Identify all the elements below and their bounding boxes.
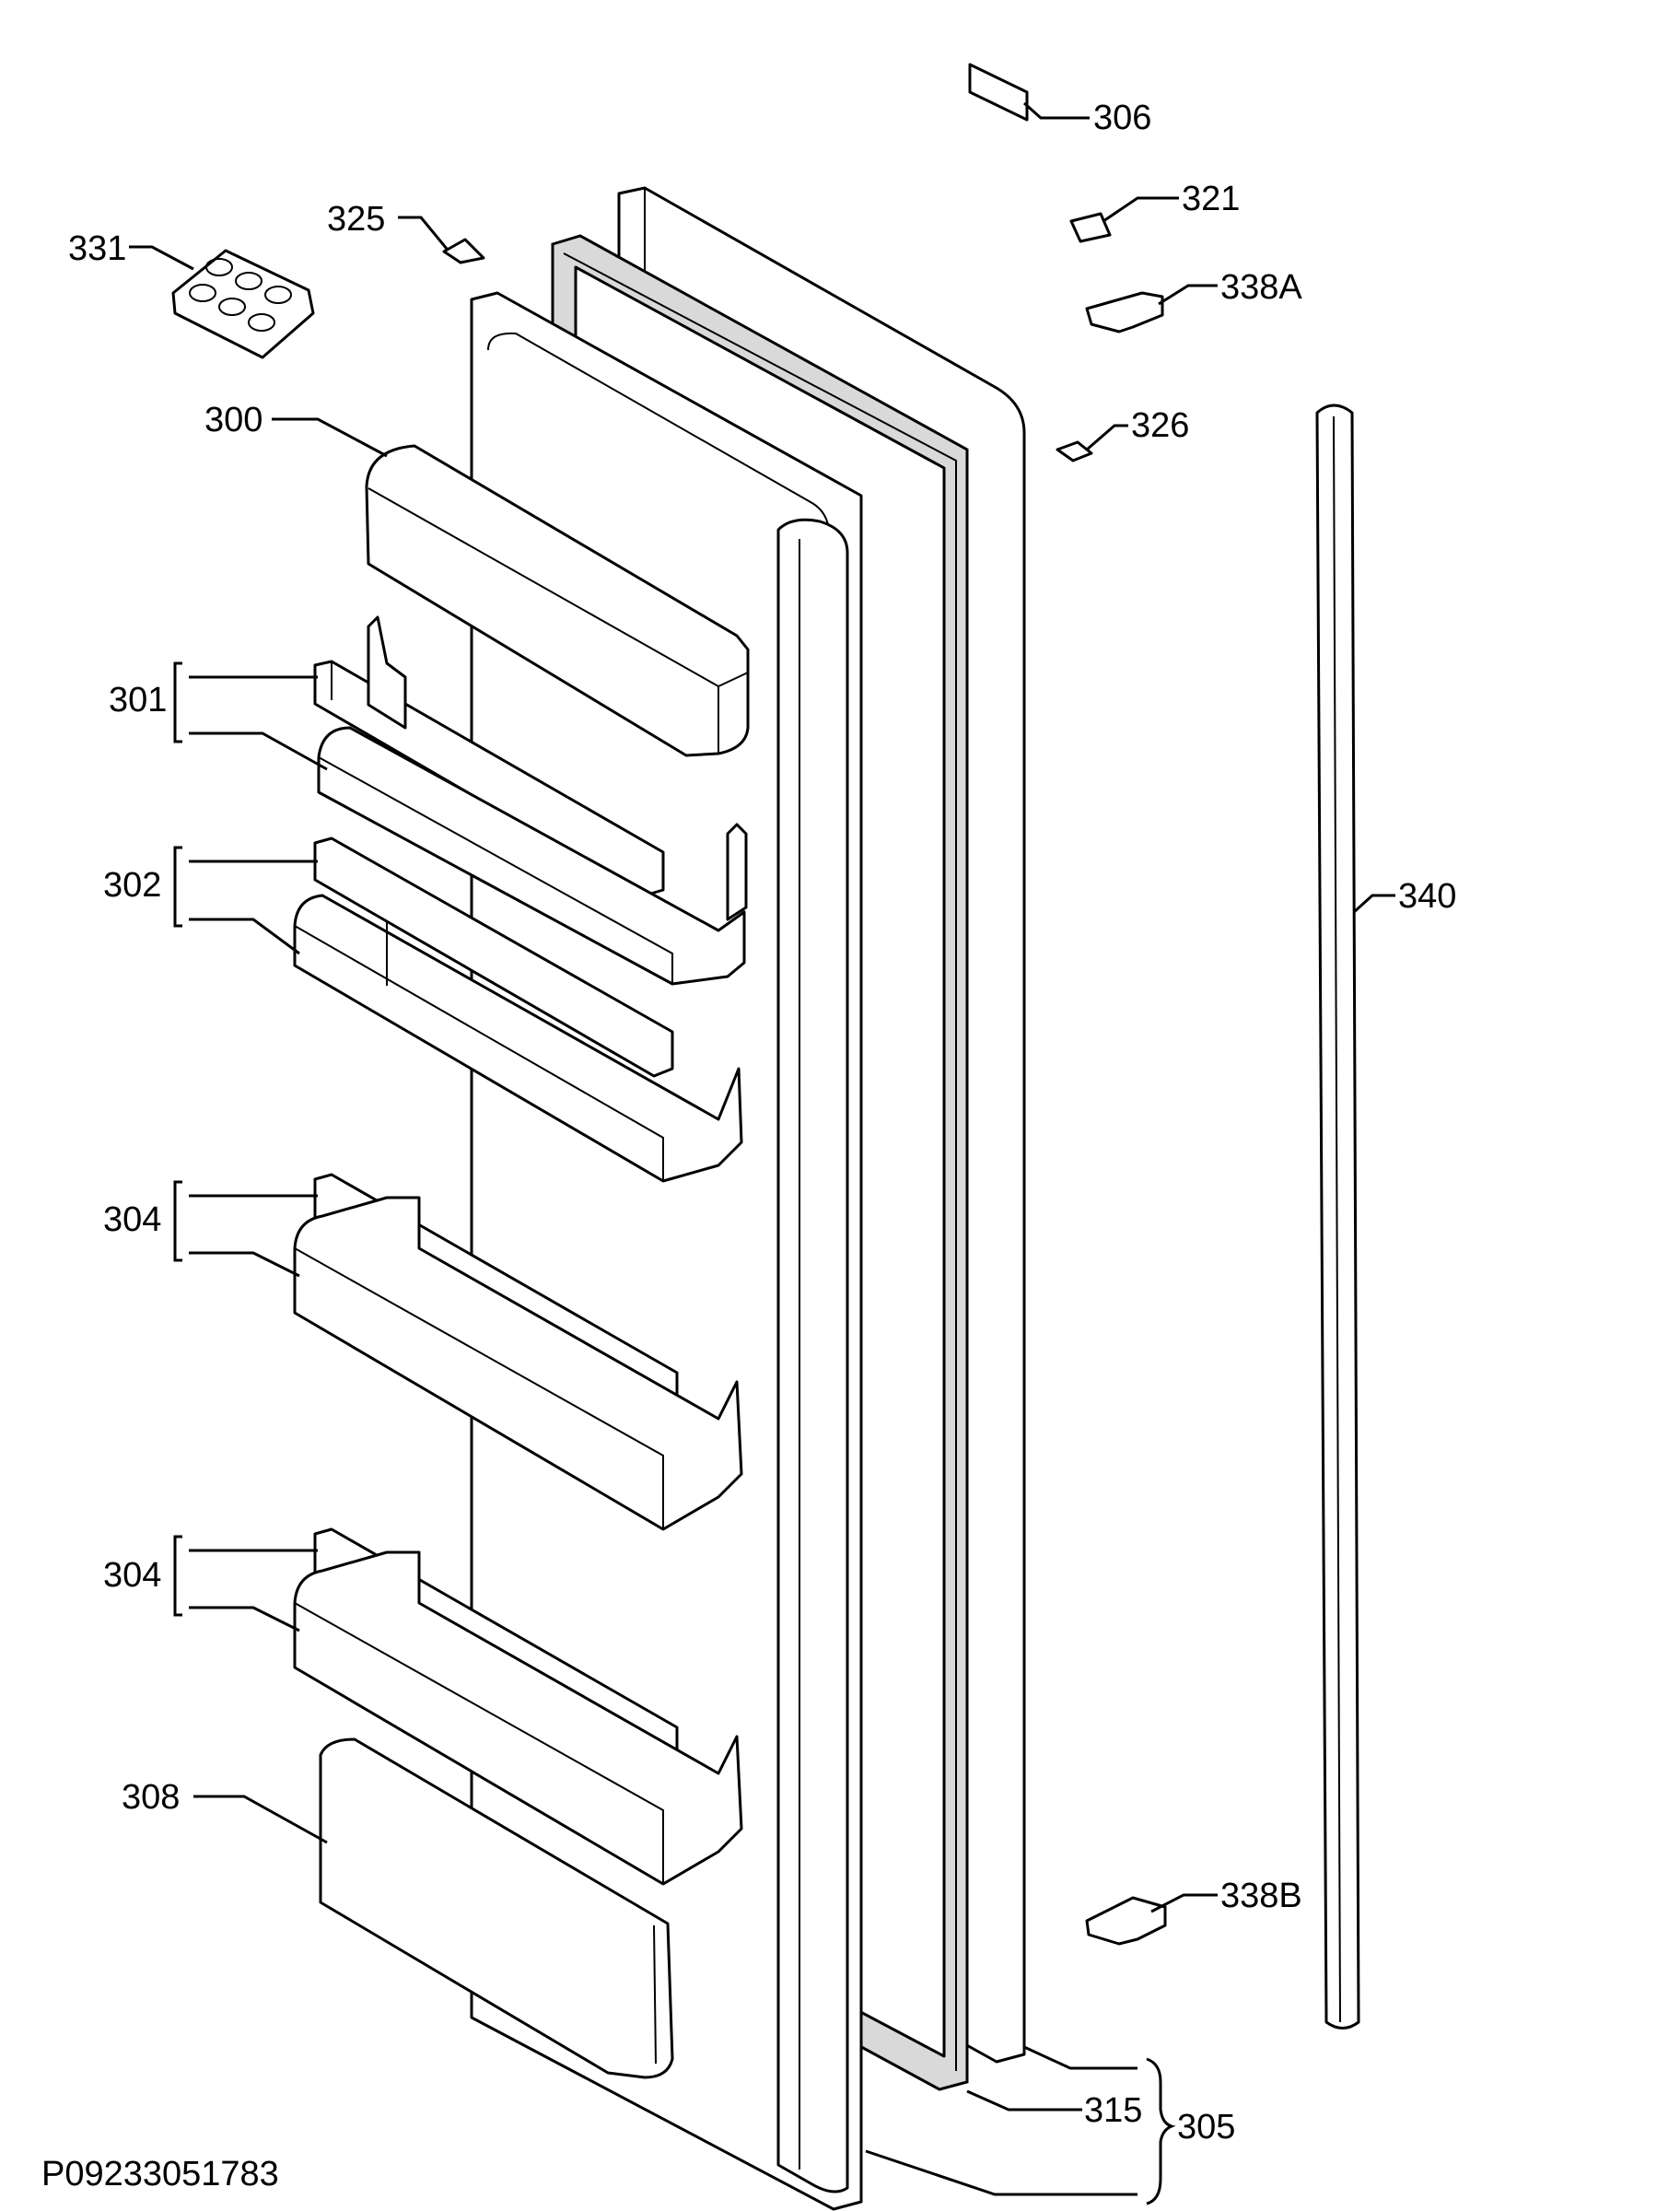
callout-306: 306 — [1093, 99, 1151, 137]
hinge-338a — [1085, 291, 1164, 333]
callout-340: 340 — [1398, 877, 1456, 916]
callout-304-upper: 304 — [103, 1200, 161, 1239]
door-seal — [1315, 404, 1360, 2030]
hinge-338b — [1085, 1896, 1167, 1946]
callout-338a: 338A — [1220, 268, 1302, 307]
callout-315: 315 — [1084, 2091, 1142, 2130]
shelf-302 — [293, 836, 743, 1183]
callout-labels: 331 325 306 321 338A 326 340 300 301 302… — [41, 99, 1456, 2193]
label-plate-306 — [968, 63, 1029, 122]
callout-305: 305 — [1177, 2108, 1235, 2147]
small-part-321 — [1069, 212, 1112, 243]
callout-325: 325 — [327, 200, 385, 239]
callout-301: 301 — [109, 681, 167, 719]
callout-300: 300 — [204, 401, 262, 439]
drawer-front — [319, 1737, 674, 2079]
shelf-304-lower — [293, 1527, 743, 1886]
callout-331: 331 — [68, 229, 126, 268]
small-part-326 — [1056, 440, 1093, 462]
callout-321: 321 — [1182, 180, 1240, 218]
leader-lines — [129, 101, 1395, 2205]
dairy-compartment — [365, 444, 750, 757]
shelf-304-upper — [293, 1173, 743, 1531]
callout-302: 302 — [103, 866, 161, 905]
small-part-325 — [442, 238, 485, 264]
callout-338b: 338B — [1220, 1877, 1302, 1915]
callout-326: 326 — [1131, 406, 1189, 445]
drawing-code: P09233051783 — [41, 2155, 279, 2193]
shelf-301 — [313, 615, 748, 986]
callout-304-lower: 304 — [103, 1556, 161, 1595]
egg-tray — [171, 249, 315, 359]
callout-308: 308 — [122, 1778, 180, 1817]
